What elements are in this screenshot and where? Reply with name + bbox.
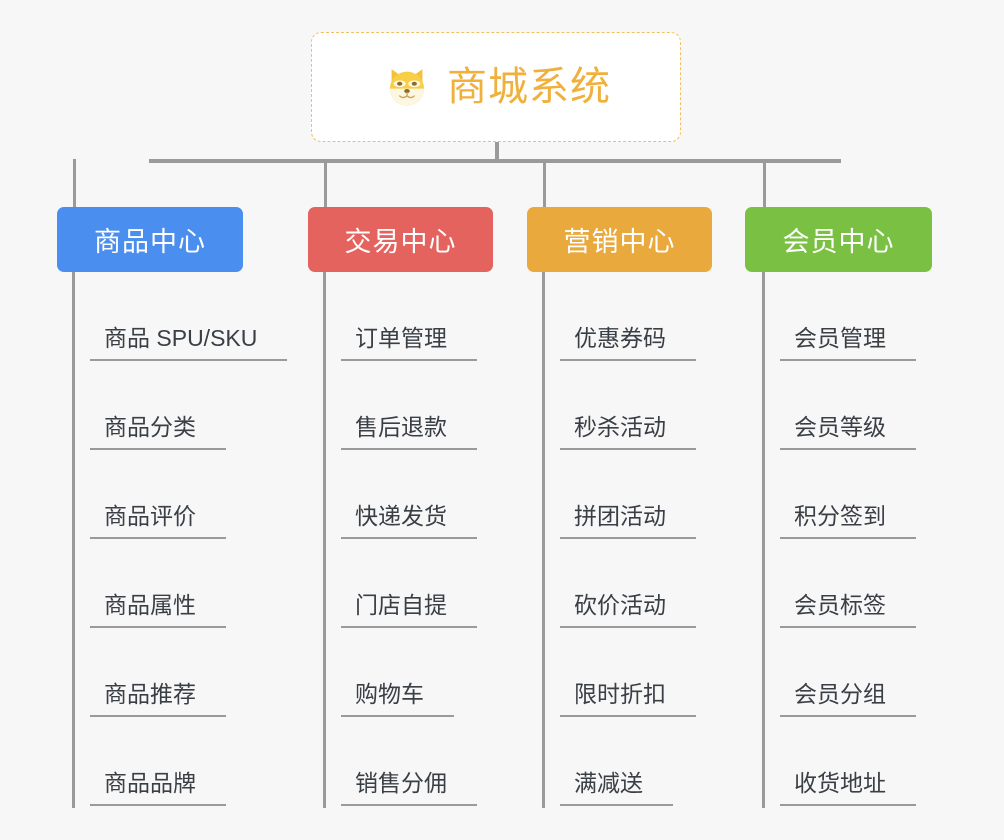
- leaf-item[interactable]: 商品评价: [72, 450, 287, 539]
- leaf-item[interactable]: 门店自提: [323, 539, 477, 628]
- leaf-item-label: 商品评价: [90, 505, 226, 539]
- category-box-3[interactable]: 营销中心: [527, 207, 712, 272]
- leaf-item-label: 商品品牌: [90, 772, 226, 806]
- leaf-item[interactable]: 拼团活动: [542, 450, 696, 539]
- leaf-column-2: 订单管理售后退款快递发货门店自提购物车销售分佣: [323, 272, 477, 808]
- leaf-item[interactable]: 会员标签: [762, 539, 916, 628]
- leaf-item[interactable]: 限时折扣: [542, 628, 696, 717]
- leaf-item-label: 商品属性: [90, 594, 226, 628]
- leaf-item[interactable]: 砍价活动: [542, 539, 696, 628]
- leaf-item-label: 订单管理: [341, 327, 477, 361]
- leaf-item[interactable]: 购物车: [323, 628, 477, 717]
- leaf-item[interactable]: 商品属性: [72, 539, 287, 628]
- leaf-item[interactable]: 商品推荐: [72, 628, 287, 717]
- leaf-item-label: 会员管理: [780, 327, 916, 361]
- leaf-item[interactable]: 订单管理: [323, 272, 477, 361]
- leaf-item-label: 售后退款: [341, 416, 477, 450]
- connector-drop-4: [763, 159, 766, 207]
- connector-drop-2: [324, 159, 327, 207]
- leaf-item-label: 收货地址: [780, 772, 916, 806]
- leaf-item-label: 拼团活动: [560, 505, 696, 539]
- category-label: 会员中心: [782, 227, 895, 257]
- leaf-item[interactable]: 快递发货: [323, 450, 477, 539]
- leaf-item-label: 会员标签: [780, 594, 916, 628]
- leaf-item-label: 会员分组: [780, 683, 916, 717]
- category-box-1[interactable]: 商品中心: [57, 207, 243, 272]
- leaf-item-label: 销售分佣: [341, 772, 477, 806]
- connector-drop-3: [543, 159, 546, 207]
- leaf-column-4: 会员管理会员等级积分签到会员标签会员分组收货地址: [762, 272, 916, 808]
- root-title: 商城系统: [447, 65, 611, 109]
- leaf-trunk-line: [72, 272, 75, 808]
- leaf-item[interactable]: 销售分佣: [323, 717, 477, 806]
- leaf-item-label: 快递发货: [341, 505, 477, 539]
- leaf-item-label: 商品分类: [90, 416, 226, 450]
- leaf-item-label: 商品 SPU/SKU: [90, 327, 288, 361]
- leaf-item[interactable]: 优惠券码: [542, 272, 696, 361]
- leaf-item[interactable]: 会员分组: [762, 628, 916, 717]
- category-label: 交易中心: [344, 227, 457, 257]
- leaf-item-label: 购物车: [341, 683, 454, 717]
- leaf-trunk-line: [542, 272, 545, 808]
- leaf-item[interactable]: 收货地址: [762, 717, 916, 806]
- leaf-item[interactable]: 会员等级: [762, 361, 916, 450]
- leaf-item-label: 会员等级: [780, 416, 916, 450]
- leaf-trunk-line: [762, 272, 765, 808]
- leaf-item-label: 优惠券码: [560, 327, 696, 361]
- leaf-column-3: 优惠券码秒杀活动拼团活动砍价活动限时折扣满减送: [542, 272, 696, 808]
- shiba-dog-face-icon: [381, 61, 433, 113]
- category-box-4[interactable]: 会员中心: [745, 207, 932, 272]
- leaf-item-label: 限时折扣: [560, 683, 696, 717]
- category-label: 营销中心: [563, 227, 676, 257]
- leaf-item[interactable]: 售后退款: [323, 361, 477, 450]
- leaf-item-label: 秒杀活动: [560, 416, 696, 450]
- leaf-item-label: 门店自提: [341, 594, 477, 628]
- connector-drop-1: [73, 159, 76, 207]
- root-node[interactable]: 商城系统: [311, 32, 681, 142]
- leaf-item-label: 积分签到: [780, 505, 916, 539]
- category-label: 商品中心: [94, 227, 206, 257]
- leaf-item[interactable]: 商品分类: [72, 361, 287, 450]
- leaf-item[interactable]: 商品 SPU/SKU: [72, 272, 288, 361]
- leaf-trunk-line: [323, 272, 326, 808]
- leaf-item[interactable]: 积分签到: [762, 450, 916, 539]
- connector-root-stem: [495, 142, 499, 161]
- leaf-column-1: 商品 SPU/SKU 商品分类商品评价商品属性商品推荐商品品牌: [72, 272, 288, 808]
- leaf-item[interactable]: 商品品牌: [72, 717, 287, 806]
- leaf-item[interactable]: 会员管理: [762, 272, 916, 361]
- leaf-item-label: 满减送: [560, 772, 673, 806]
- leaf-item[interactable]: 满减送: [542, 717, 696, 806]
- leaf-item-label: 商品推荐: [90, 683, 226, 717]
- leaf-item-label: 砍价活动: [560, 594, 696, 628]
- connector-horizontal-bar: [149, 159, 841, 163]
- category-box-2[interactable]: 交易中心: [308, 207, 493, 272]
- leaf-item[interactable]: 秒杀活动: [542, 361, 696, 450]
